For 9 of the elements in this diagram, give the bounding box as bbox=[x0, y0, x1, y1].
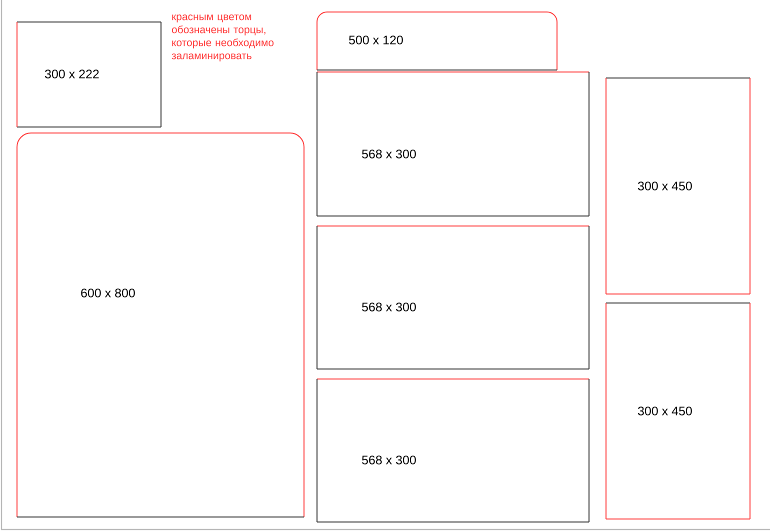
panel: 300 x 450 bbox=[606, 78, 750, 294]
panel: 300 x 222 bbox=[16, 22, 162, 128]
panel: 600 x 800 bbox=[16, 132, 304, 518]
panel: 568 x 300 bbox=[316, 378, 590, 522]
note: красным цветом обозначены торцы, которые необходимо заламинировать bbox=[172, 14, 274, 62]
panel: 500 x 120 bbox=[316, 12, 558, 70]
panel: 568 x 300 bbox=[316, 72, 590, 216]
panel: 300 x 450 bbox=[606, 302, 750, 520]
panel: 568 x 300 bbox=[316, 226, 590, 370]
